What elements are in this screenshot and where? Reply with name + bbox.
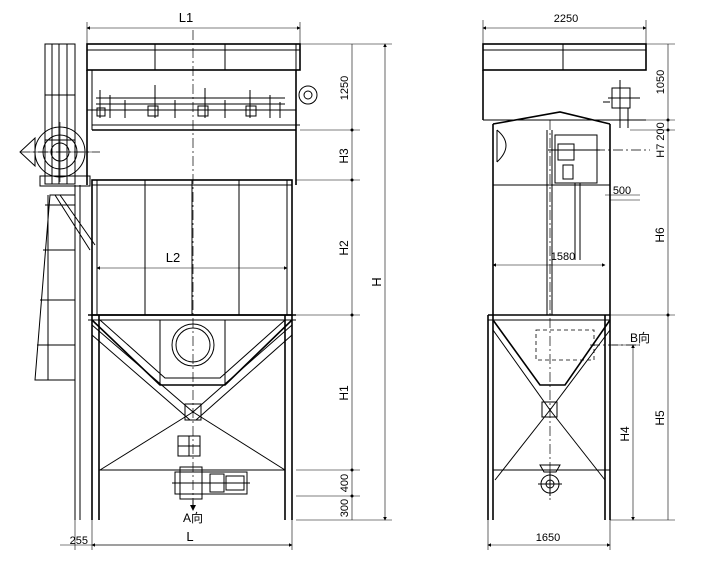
side-roof-railing [482,43,647,71]
front-view: L1 L2 L 255 1250 H3 H2 H1 400 300 H A向 [19,10,392,550]
dim-H3: H3 [337,148,351,164]
front-fan [19,122,92,187]
side-dimensions [482,20,675,550]
dim-H5: H5 [653,410,667,426]
dim-L2: L2 [166,250,180,265]
label-B-direction: B向 [630,330,650,345]
dim-255: 255 [70,535,88,547]
side-fan-box [548,134,600,260]
dim-H: H [369,277,384,286]
dim-400: 400 [339,474,351,492]
dim-1050: 1050 [655,70,667,94]
dim-L: L [186,529,193,544]
dim-300: 300 [339,499,351,517]
side-hopper [488,314,611,496]
dim-1580: 1580 [551,251,575,263]
dim-H1: H1 [337,385,351,401]
dim-H6: H6 [653,227,667,243]
front-ladder [34,43,96,520]
front-hopper [88,314,296,471]
dim-500: 500 [613,185,631,197]
front-dimensions [60,22,392,550]
dim-H2: H2 [337,240,351,256]
front-legs [91,315,293,520]
front-roof-railing [86,43,301,71]
front-upper-housing [86,70,318,185]
dim-H7-200: H7 200 [655,122,667,157]
dim-1650: 1650 [536,532,560,544]
dim-H4: H4 [618,426,632,442]
label-A-direction: A向 [183,510,203,525]
side-view: 2250 1580 500 1650 1050 H7 200 H6 H5 H4 … [482,13,675,550]
side-upper-housing [482,70,646,315]
dim-1250: 1250 [339,76,351,100]
side-legs [487,315,611,520]
side-filter-section [493,130,610,315]
dim-L1: L1 [179,10,193,25]
front-filter-section [91,179,293,316]
dim-2250: 2250 [554,13,578,25]
front-discharge-motor [172,466,250,500]
